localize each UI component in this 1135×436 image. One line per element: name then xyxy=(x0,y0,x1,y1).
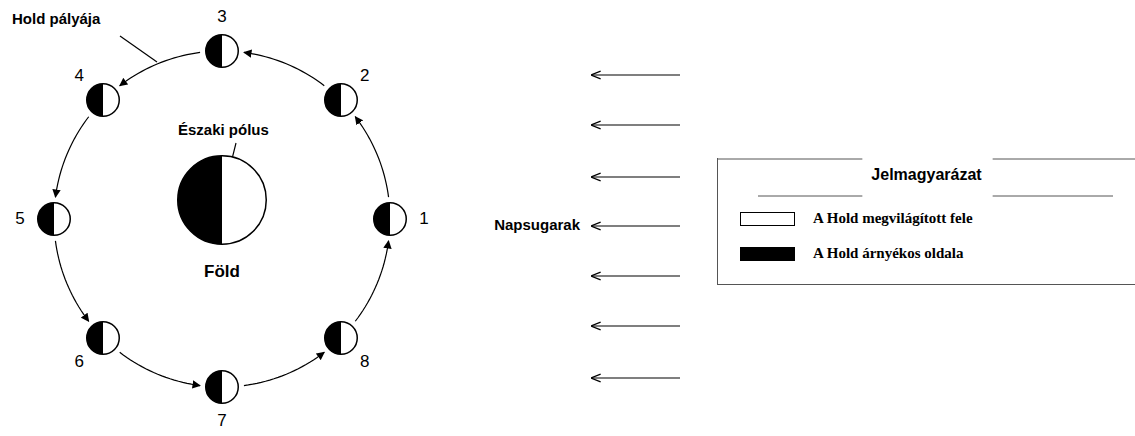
legend-rule xyxy=(993,196,1113,197)
callout-number: 5 xyxy=(15,209,24,229)
lit-half xyxy=(87,322,120,355)
earth-globe: Föld xyxy=(177,155,267,245)
callout-number: 8 xyxy=(360,352,369,372)
earth-globe-shape xyxy=(177,155,267,245)
lit-half xyxy=(325,322,358,355)
moon-phase: 1 xyxy=(373,202,407,236)
lit-half xyxy=(38,203,71,236)
sun-ray xyxy=(592,74,680,75)
lit-half xyxy=(87,84,120,117)
dark-half xyxy=(178,156,222,245)
lit-half xyxy=(206,371,239,404)
sun-ray xyxy=(592,275,680,276)
lit-half xyxy=(374,203,407,236)
pole-label: Északi pólus xyxy=(178,121,269,138)
legend-title: Jelmagyarázat xyxy=(871,166,981,184)
orbit-arrow xyxy=(355,117,388,197)
legend-rule xyxy=(993,159,1135,160)
lit-half xyxy=(206,35,239,68)
sun-ray xyxy=(592,176,680,177)
moon-phase: 4 xyxy=(86,83,120,117)
moon-phase: 3 xyxy=(205,34,239,68)
legend-text: A Hold árnyékos oldala xyxy=(813,245,963,262)
dark-half xyxy=(206,371,222,404)
moon-phase: 6 xyxy=(86,321,120,355)
dark-half xyxy=(325,322,341,355)
orbit-arrow xyxy=(244,52,324,85)
callout-number: 2 xyxy=(360,66,369,86)
dark-half xyxy=(325,84,341,117)
orbit-arrow xyxy=(55,117,88,197)
orbit-label: Hold pályája xyxy=(12,10,100,27)
moon-phase-shape xyxy=(37,202,71,236)
lit-half xyxy=(178,156,267,245)
moon-phase: 7 xyxy=(205,370,239,404)
moon-phase-shape xyxy=(205,370,239,404)
dark-half xyxy=(38,203,54,236)
sun-rays xyxy=(592,75,680,378)
moon-phase-shape xyxy=(205,34,239,68)
moon-phase: 8 xyxy=(324,321,358,355)
sunrays-label: Napsugarak xyxy=(494,216,580,233)
sun-ray xyxy=(592,225,680,226)
sun-ray xyxy=(592,377,680,378)
moon-phase-shape xyxy=(324,321,358,355)
moon-phase: 2 xyxy=(324,83,358,117)
moon-phase-shape xyxy=(373,202,407,236)
orbit-arrow xyxy=(355,241,388,321)
legend-rule xyxy=(758,196,862,197)
lit-half xyxy=(325,84,358,117)
orbit-arrow xyxy=(120,352,200,385)
legend-text: A Hold megvilágított fele xyxy=(813,210,973,227)
callout-number: 7 xyxy=(217,411,226,431)
legend-box: Jelmagyarázat A Hold megvilágított fele A … xyxy=(717,158,1135,285)
legend-swatch xyxy=(740,212,795,226)
legend-rule xyxy=(718,159,862,160)
callout-number: 1 xyxy=(419,209,428,229)
dark-half xyxy=(206,35,222,68)
moon-phase-shape xyxy=(324,83,358,117)
moon-phase: 5 xyxy=(37,202,71,236)
orbit-arrow xyxy=(55,241,88,321)
callout-number: 6 xyxy=(74,352,83,372)
dark-half xyxy=(374,203,390,236)
dark-half xyxy=(87,322,103,355)
legend-swatch xyxy=(740,247,795,261)
dark-half xyxy=(87,84,103,117)
moon-phase-shape xyxy=(86,321,120,355)
node-label: Föld xyxy=(204,262,240,282)
sun-ray xyxy=(592,124,680,125)
legend-entry: A Hold árnyékos oldala xyxy=(740,245,963,262)
orbit-arrow xyxy=(244,352,324,385)
callout-number: 3 xyxy=(217,7,226,27)
moon-phase-shape xyxy=(86,83,120,117)
sun-ray xyxy=(592,325,680,326)
callout-number: 4 xyxy=(74,66,83,86)
legend-entry: A Hold megvilágított fele xyxy=(740,210,973,227)
leader-line xyxy=(120,36,157,62)
orbit-arrow xyxy=(120,52,200,85)
